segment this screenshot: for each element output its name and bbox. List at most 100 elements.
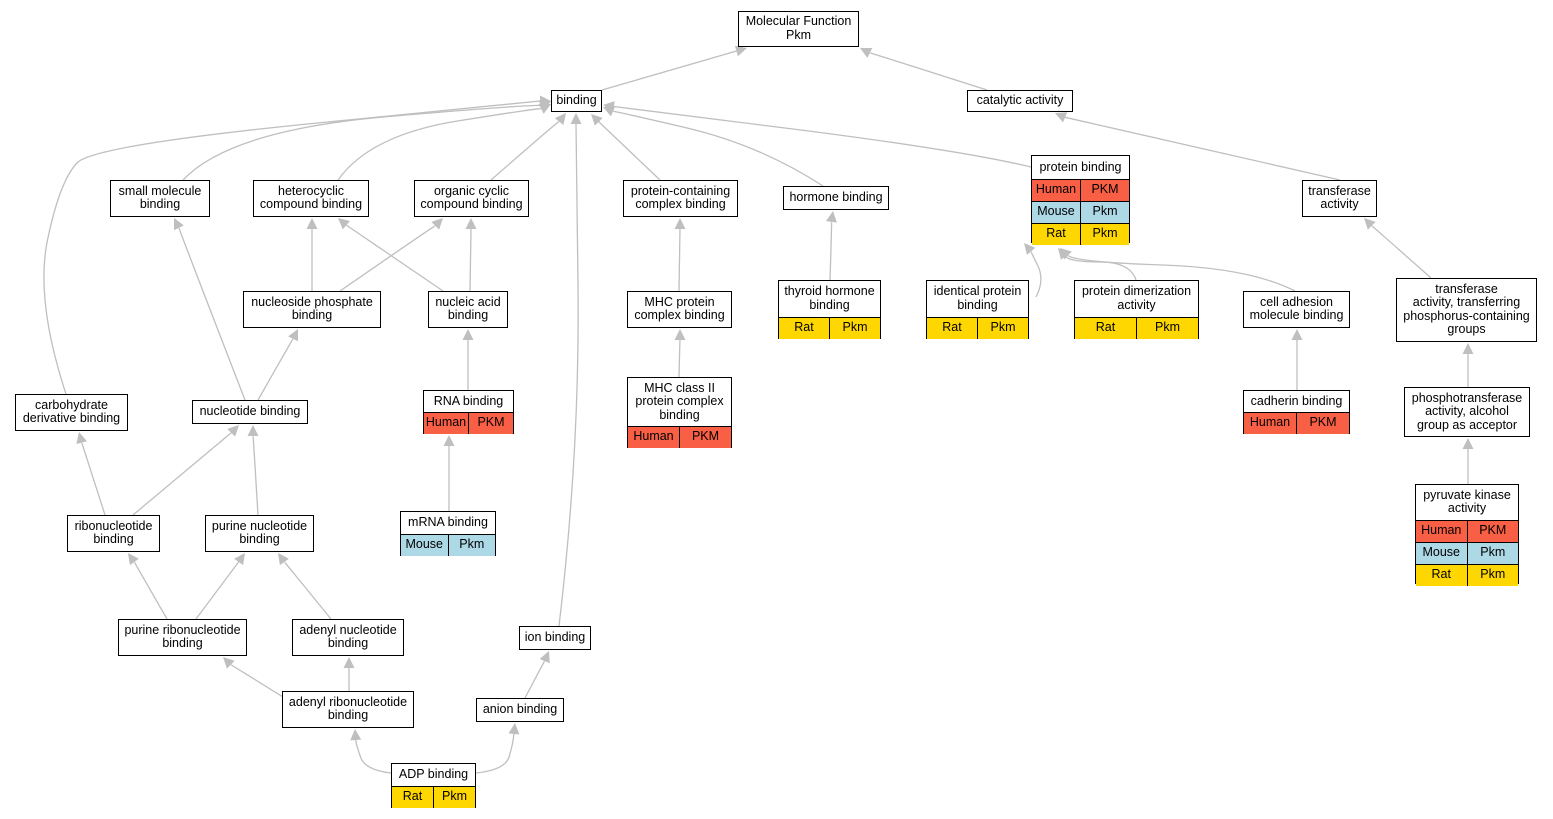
arrowhead-icon (538, 104, 551, 114)
go-term-title-line: binding (162, 636, 203, 651)
go-term-title-line: transferase (1308, 183, 1371, 198)
go-term-title: anion binding (477, 699, 563, 721)
arrowhead-icon (1462, 343, 1474, 354)
arrowhead-icon (825, 211, 837, 223)
go-term-title-line: protein binding (1039, 159, 1122, 174)
go-term-title-line: compound binding (259, 197, 363, 212)
arrowhead-icon (603, 101, 615, 113)
edge-celladhesion-to-protein (1067, 254, 1296, 292)
go-term-title-line: binding (327, 636, 369, 651)
edge-transferase-to-catalytic (1064, 116, 1341, 181)
go-term-title-line: identical protein (933, 284, 1022, 299)
go-term-title-line: Pkm (786, 27, 811, 42)
species-gene-row-human: Human PKM (1244, 411, 1349, 434)
go-term-title-line: molecule binding (1249, 308, 1344, 323)
edge-binding-to-mf (601, 50, 738, 91)
go-term-title-line: binding (447, 308, 489, 323)
edge-protein-to-binding (613, 105, 1032, 168)
go-term-title-line: purine nucleotide (211, 518, 308, 533)
go-term-title: hormone binding (784, 187, 888, 209)
go-term-title-line: Molecular Function (745, 14, 852, 29)
go-term-title-line: binding (556, 93, 597, 108)
gene-label: Pkm (1466, 542, 1519, 564)
go-term-title-line: binding (93, 532, 134, 547)
arrowhead-icon (1462, 438, 1474, 449)
go-term-title-line: complex binding (635, 197, 726, 212)
go-term-node[interactable]: binding (551, 90, 602, 112)
go-term-title: ADP binding (392, 764, 475, 786)
go-term-title-line: organic cyclic (433, 183, 510, 198)
species-label: Rat (1431, 567, 1451, 582)
arrowhead-icon (223, 657, 235, 669)
edge-transferasephos-to-transferase (1371, 225, 1432, 279)
go-term-title-line: ribonucleotide (74, 518, 153, 533)
edge-purineribo-to-purinenucleotide (195, 561, 240, 620)
edge-carbohydrate-to-binding (43, 100, 541, 395)
arrowhead-icon (350, 729, 362, 741)
arrowhead-icon (539, 651, 550, 664)
species-label: Rat (794, 320, 814, 335)
arrowhead-icon (278, 553, 289, 566)
gene-label: PKM (1296, 412, 1349, 434)
go-term-title-line: cadherin binding (1250, 393, 1343, 408)
species-label: Human (1249, 415, 1291, 430)
go-term-title-line: phosphotransferase (1411, 390, 1523, 405)
species-label: Rat (942, 320, 962, 335)
arrowhead-icon (1055, 112, 1068, 123)
go-term-title-line: group as acceptor (1416, 417, 1518, 432)
go-term-node[interactable]: anion binding (476, 698, 564, 722)
go-term-node[interactable]: nucleotide binding (192, 400, 308, 424)
species-label: Rat (1095, 320, 1116, 335)
go-term-node[interactable]: ion binding (519, 626, 591, 650)
go-term-node[interactable]: hormone binding (783, 186, 889, 210)
go-term-node[interactable]: catalytic activity (967, 90, 1073, 112)
arrowhead-icon (227, 425, 239, 437)
go-term-title: protein binding (1032, 156, 1129, 179)
go-term-title-line: nucleoside phosphate (251, 294, 373, 309)
edge-adenylnuc-to-purinenucleotide (283, 561, 332, 620)
go-term-title-line: binding (327, 708, 369, 723)
